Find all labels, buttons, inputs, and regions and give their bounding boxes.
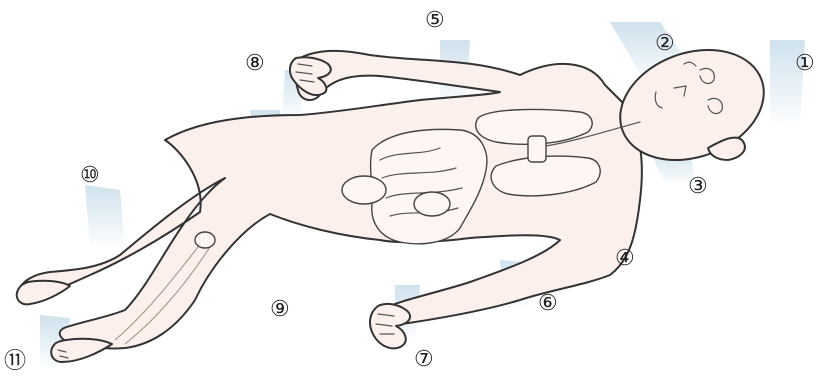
marker-5: ⑤	[425, 8, 445, 33]
marker-8: ⑧	[245, 51, 265, 76]
marker-1: ①	[795, 51, 815, 76]
ray-10	[85, 185, 125, 250]
marker-10: ⑩	[80, 163, 100, 188]
marker-3: ③	[688, 174, 708, 199]
bladder	[414, 192, 450, 216]
marker-2: ②	[655, 31, 675, 56]
foot-left	[17, 281, 70, 305]
marker-7: ⑦	[414, 347, 434, 372]
human-figure	[17, 31, 780, 362]
marker-6: ⑥	[538, 291, 558, 316]
marker-11: ⑪	[4, 349, 26, 374]
knee	[195, 232, 215, 248]
marker-4: ④	[615, 246, 635, 271]
marker-9: ⑨	[270, 297, 290, 322]
stomach	[342, 176, 386, 204]
trachea	[528, 136, 546, 162]
